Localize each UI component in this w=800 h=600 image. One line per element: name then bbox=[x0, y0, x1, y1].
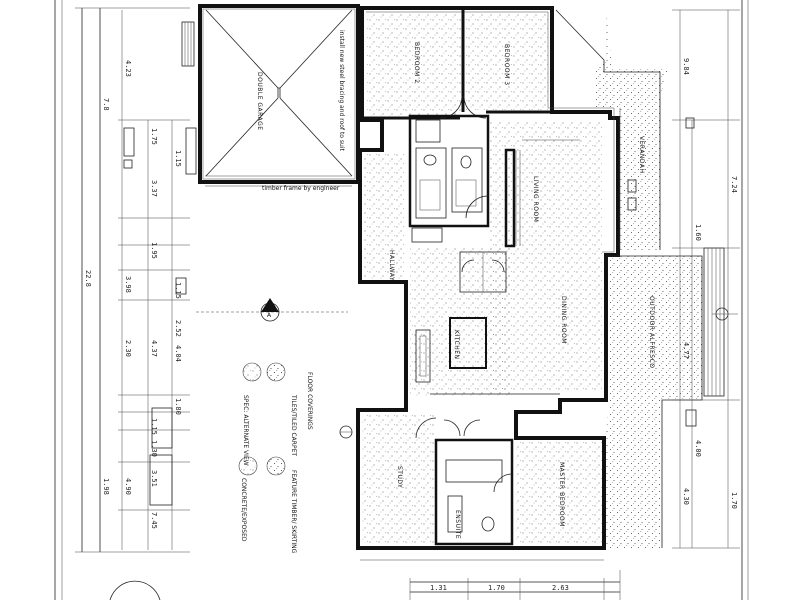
verandah: VERANDAH bbox=[555, 9, 668, 250]
sheet-border bbox=[54, 0, 749, 600]
bedroom-3: BEDROOM 3 bbox=[463, 12, 548, 119]
dim-left-inner-10: 4.37 bbox=[150, 340, 158, 357]
master-bedroom: MASTER BEDROOM bbox=[516, 442, 602, 544]
dim-left-inner-17: 7.45 bbox=[150, 512, 158, 529]
garage: DOUBLE GARAGE install new steel bracing … bbox=[181, 4, 360, 192]
room-label-living: LIVING ROOM bbox=[532, 176, 539, 222]
room-label-verandah: VERANDAH bbox=[638, 136, 645, 174]
section-marker: A bbox=[196, 298, 348, 322]
room-label-ensuite: ENSUITE bbox=[454, 510, 461, 539]
dim-left-inner-2: 1.75 bbox=[150, 128, 158, 145]
living-dining: LIVING ROOM DINING ROOM bbox=[490, 120, 637, 390]
room-label-master: MASTER BEDROOM bbox=[558, 462, 565, 527]
right-dimension-lines: 9.84 7.24 1.60 4.77 4.30 1.70 4.00 bbox=[672, 9, 740, 549]
dim-left-inner-12: 1.80 bbox=[174, 398, 182, 415]
bathroom-block bbox=[408, 114, 490, 243]
room-label-bed2: BEDROOM 2 bbox=[413, 42, 420, 84]
left-dimension-lines bbox=[75, 7, 190, 553]
bedroom-2: BEDROOM 2 bbox=[366, 12, 463, 119]
dim-left-inner-6: 3.98 bbox=[124, 276, 132, 293]
dim-right-6: 1.70 bbox=[730, 492, 738, 509]
bottom-dimension-lines: 1.31 1.70 2.63 bbox=[109, 559, 621, 600]
dim-left-inner-7: 1.15 bbox=[174, 282, 182, 299]
dim-left-inner-3: 1.15 bbox=[174, 150, 182, 167]
room-label-dining: DINING ROOM bbox=[560, 296, 567, 344]
garage-note-small: timber frame by engineer bbox=[262, 185, 340, 192]
hallway: HALLWAY bbox=[364, 154, 404, 281]
legend-item-4: CONCRETE/EXPOSED bbox=[240, 478, 247, 542]
legend-title: FLOOR COVERINGS bbox=[306, 372, 313, 430]
room-label-garage: DOUBLE GARAGE bbox=[256, 72, 263, 131]
dim-left-inner-4: 3.37 bbox=[150, 180, 158, 197]
dim-left-outer-2: 22.8 bbox=[84, 270, 92, 287]
dim-left-inner-16: 4.90 bbox=[124, 478, 132, 495]
legend-item-1: TILES/TILED CARPET bbox=[290, 394, 297, 456]
garage-note: install new steel bracing and roof to su… bbox=[338, 30, 345, 151]
grid-marker bbox=[339, 425, 353, 439]
room-label-alfresco: OUTDOOR ALFRESCO bbox=[648, 296, 655, 369]
dim-left-inner-15: 3.51 bbox=[150, 470, 158, 487]
room-label-bed3: BEDROOM 3 bbox=[503, 44, 510, 86]
dim-left-inner-9: 2.30 bbox=[124, 340, 132, 357]
dim-bottom-2: 1.70 bbox=[488, 584, 505, 592]
study: STUDY bbox=[362, 414, 437, 544]
dim-left-inner-5: 1.95 bbox=[150, 242, 158, 259]
room-label-hall: HALLWAY bbox=[388, 250, 395, 281]
dim-left-outer-1: 7.8 bbox=[102, 98, 110, 111]
dim-right-4: 4.77 bbox=[682, 342, 690, 359]
section-marker-label: A bbox=[267, 312, 272, 319]
dim-left-inner-13: 1.15 bbox=[150, 418, 158, 435]
dim-bottom-1: 1.31 bbox=[430, 584, 447, 592]
alfresco: OUTDOOR ALFRESCO bbox=[606, 247, 738, 548]
dim-left-inner-1: 4.23 bbox=[124, 60, 132, 77]
dim-left-inner-14: 1.30 bbox=[150, 440, 158, 457]
floor-covering-legend: FLOOR COVERINGS TILES/TILED CARPET SPEC:… bbox=[238, 362, 313, 554]
dim-bottom-3: 2.63 bbox=[552, 584, 569, 592]
legend-item-3: FEATURE TIMBER/ SKIRTING bbox=[290, 470, 297, 554]
left-inner-dimension-labels: 4.23 1.75 1.15 3.37 1.95 3.98 1.15 2.52 … bbox=[124, 60, 182, 529]
dim-right-5: 4.30 bbox=[682, 488, 690, 505]
room-label-kitchen: KITCHEN bbox=[453, 330, 460, 360]
left-outer-dimension-labels: 7.8 22.8 1.98 bbox=[84, 98, 110, 495]
dim-left-inner-8: 2.52 bbox=[174, 320, 182, 337]
dim-right-1: 9.84 bbox=[682, 58, 690, 75]
dim-left-inner-11: 4.04 bbox=[174, 345, 182, 362]
dim-right-3: 1.60 bbox=[694, 224, 702, 241]
dim-right-7: 4.00 bbox=[694, 440, 702, 457]
room-label-study: STUDY bbox=[396, 466, 403, 488]
dim-right-2: 7.24 bbox=[730, 176, 738, 193]
legend-item-2: SPEC: ALTERNATE VIEW bbox=[242, 395, 249, 466]
ensuite: ENSUITE bbox=[434, 419, 514, 546]
dim-left-outer-3: 1.98 bbox=[102, 478, 110, 495]
